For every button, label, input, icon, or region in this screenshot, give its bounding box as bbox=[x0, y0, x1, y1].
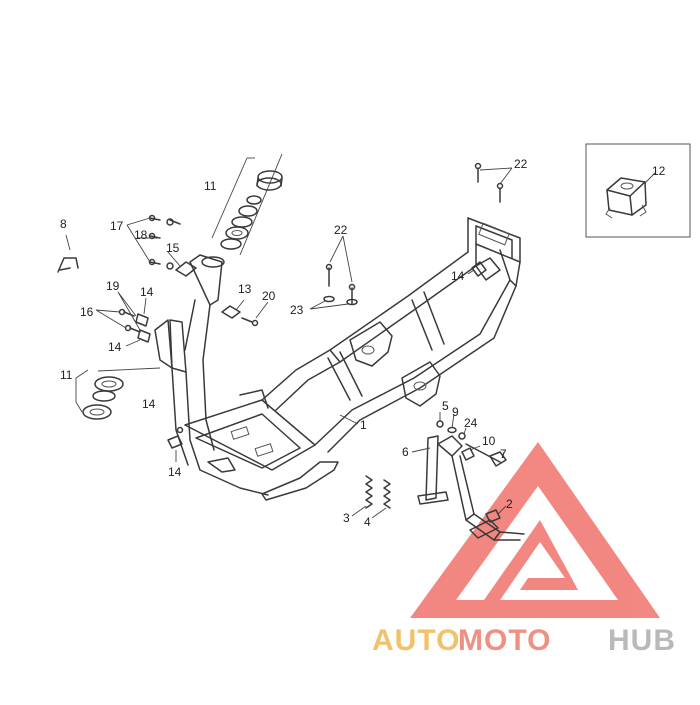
callout-17: 17 bbox=[110, 219, 124, 233]
parts-22-23-bolts-washers bbox=[309, 162, 513, 310]
callout-11-top: 11 bbox=[204, 179, 217, 193]
callout-5: 5 bbox=[442, 399, 449, 413]
callout-14-d: 14 bbox=[168, 465, 182, 479]
callout-13: 13 bbox=[238, 282, 252, 296]
callout-14-e: 14 bbox=[451, 269, 465, 283]
part-11-lower-bearings bbox=[75, 367, 161, 420]
callout-20: 20 bbox=[262, 289, 276, 303]
callout-11-lower: 11 bbox=[60, 368, 73, 382]
callout-24: 24 bbox=[464, 416, 478, 430]
watermark-hub: HUB bbox=[608, 624, 676, 657]
callout-1: 1 bbox=[360, 418, 367, 432]
watermark-logo-icon bbox=[410, 442, 660, 618]
callout-6: 6 bbox=[402, 445, 409, 459]
part-11-bearing-stack bbox=[211, 153, 283, 256]
callout-9: 9 bbox=[452, 405, 459, 419]
callout-7: 7 bbox=[500, 447, 507, 461]
watermark-auto: AUTO bbox=[372, 624, 460, 657]
callout-4: 4 bbox=[364, 515, 371, 529]
callout-12: 12 bbox=[652, 164, 666, 178]
part-6-center-stand bbox=[411, 435, 525, 541]
parts-13-20-bolt bbox=[221, 299, 269, 327]
watermark-moto: MOTO bbox=[458, 624, 551, 657]
part-1-main-frame bbox=[154, 217, 521, 501]
callout-3: 3 bbox=[343, 511, 350, 525]
part-14-lower-clip bbox=[167, 426, 184, 462]
parts-14-16-19-fasteners bbox=[95, 291, 151, 347]
callout-23: 23 bbox=[290, 303, 304, 317]
callout-10: 10 bbox=[482, 434, 496, 448]
part-2-pad bbox=[485, 505, 507, 523]
callout-2: 2 bbox=[506, 497, 513, 511]
callout-14-b: 14 bbox=[108, 340, 122, 354]
callout-22-b: 22 bbox=[514, 157, 528, 171]
callout-15: 15 bbox=[166, 241, 180, 255]
watermark-text: AUTO MOTO HUB bbox=[372, 624, 676, 657]
parts-15-17-18-bolts bbox=[126, 214, 197, 277]
part-3-spring bbox=[351, 475, 373, 517]
callout-14-c: 14 bbox=[142, 397, 156, 411]
callout-numbers: 1 2 3 4 5 6 7 8 9 10 11 11 12 13 14 14 1… bbox=[60, 157, 666, 529]
callout-14-a: 14 bbox=[140, 285, 154, 299]
part-12-box bbox=[585, 143, 691, 238]
parts-5-9-10-24-pivot bbox=[436, 412, 501, 463]
callout-16: 16 bbox=[80, 305, 94, 319]
callout-18: 18 bbox=[134, 228, 148, 242]
part-7-bumper bbox=[489, 451, 507, 467]
callout-8: 8 bbox=[60, 217, 67, 231]
part-8-clip-icon bbox=[57, 234, 79, 273]
callout-19: 19 bbox=[106, 279, 120, 293]
callout-22-a: 22 bbox=[334, 223, 348, 237]
part-4-spring bbox=[371, 479, 391, 519]
